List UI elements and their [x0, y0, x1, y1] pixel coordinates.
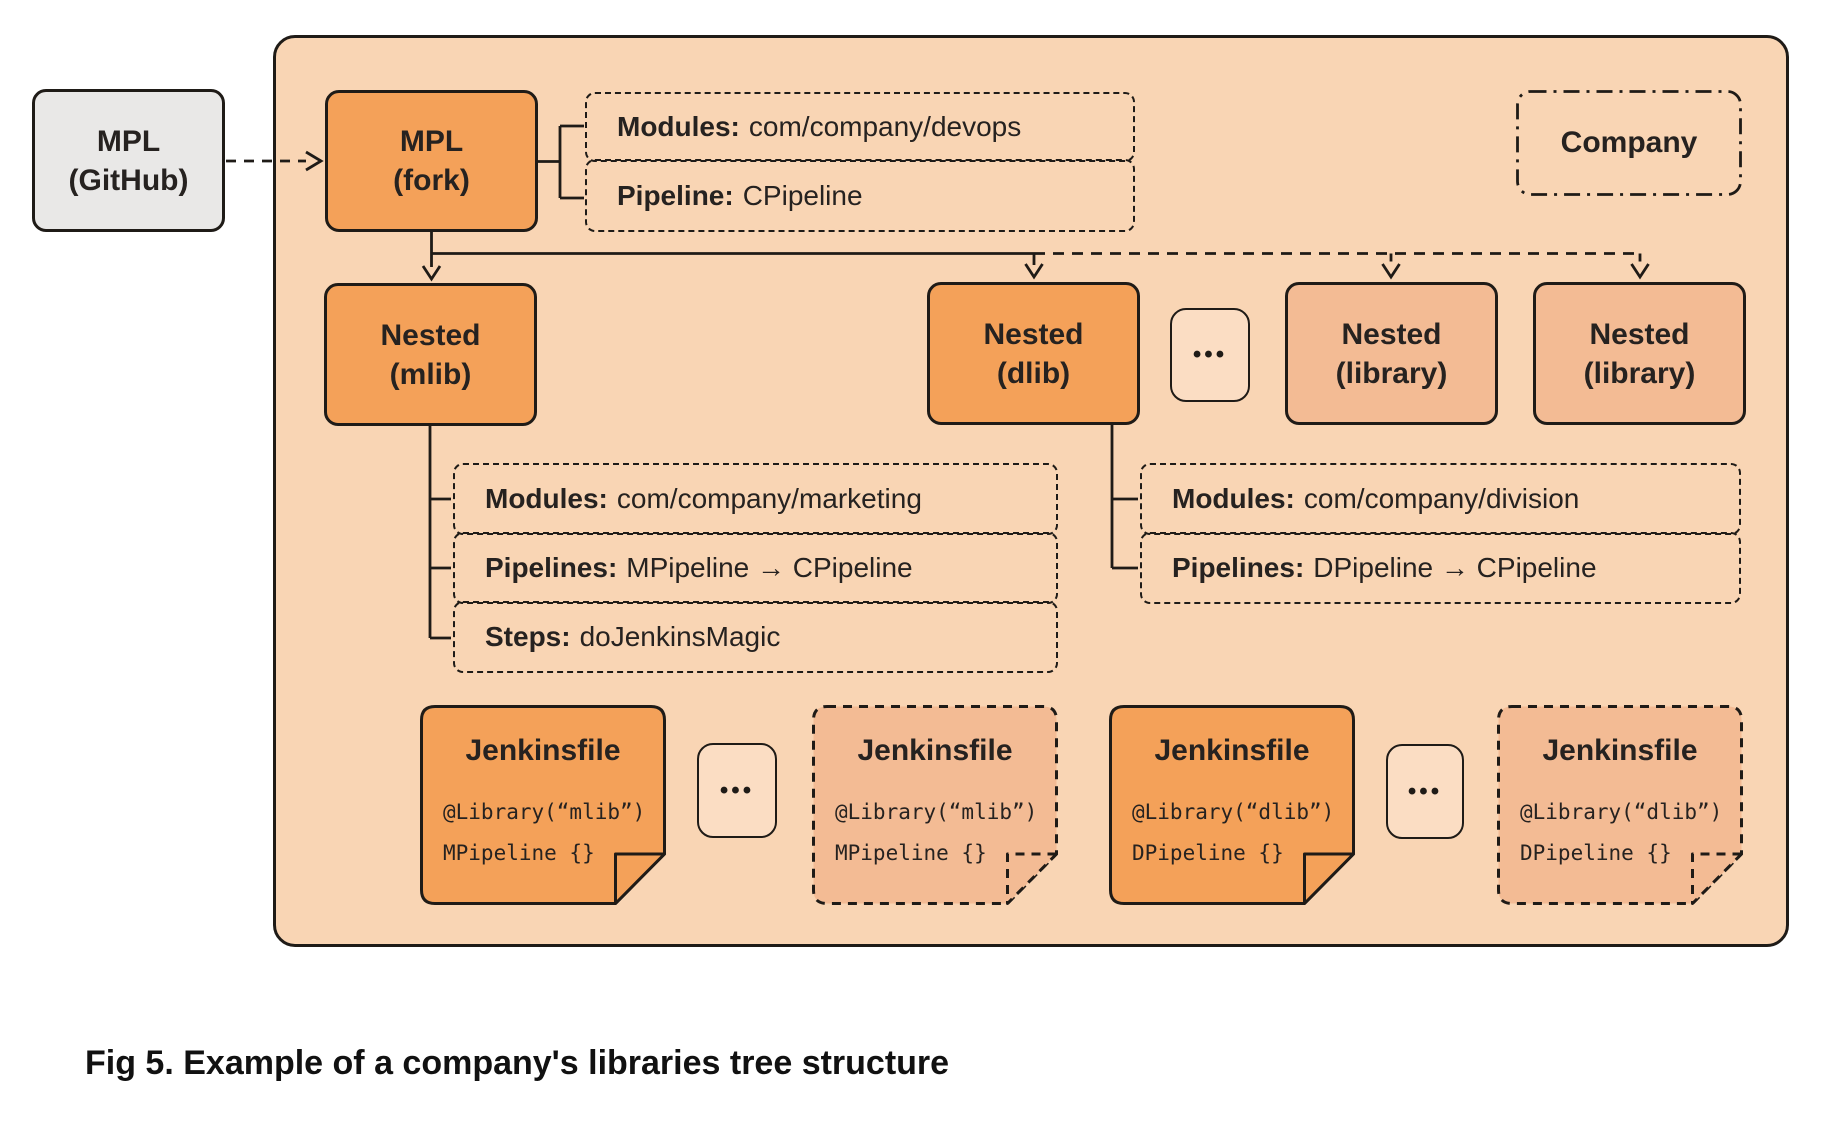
- fork-modules-label: Modules:: [617, 111, 740, 142]
- jenkinsfile-title: Jenkinsfile: [857, 734, 1013, 767]
- node-mpl-github-line1: MPL: [96, 124, 161, 158]
- ellipsis-box-jenkinsfiles-left: •••: [697, 743, 777, 838]
- fork-pipeline-label: Pipeline:: [617, 179, 734, 211]
- node-mpl-fork-line2: (fork): [393, 164, 470, 197]
- ellipsis-dots: •••: [1192, 341, 1228, 368]
- folded-corner: [614, 852, 666, 905]
- dlib-modules-label: Modules:: [1172, 483, 1295, 514]
- node-nested-library-2: Nested (library): [1533, 282, 1746, 425]
- node-nested-dlib-line1: Nested: [983, 317, 1084, 351]
- jenkinsfile-title: Jenkinsfile: [465, 734, 621, 767]
- fork-pipeline-row: Pipeline: CPipeline: [585, 159, 1135, 232]
- jenkinsfile-code-line1: @Library(“mlib”): [835, 800, 1038, 824]
- jenkinsfile-card-dlib-dashed: Jenkinsfile @Library(“dlib”) DPipeline {…: [1497, 705, 1743, 905]
- node-nested-library-2-line2: (library): [1583, 356, 1696, 390]
- folded-corner: [1303, 852, 1355, 905]
- mlib-modules-value: com/company/marketing: [616, 483, 922, 514]
- document-shape: [1497, 705, 1743, 905]
- mlib-steps-label: Steps:: [485, 621, 571, 652]
- document-shape: [812, 705, 1058, 905]
- node-nested-library-1-line2: (library): [1335, 356, 1448, 390]
- document-shape: [1109, 705, 1355, 905]
- folded-corner: [1691, 852, 1743, 905]
- node-nested-library-2-line1: Nested: [1589, 317, 1690, 351]
- folded-corner: [1006, 852, 1058, 905]
- company-label-text: Company: [1560, 126, 1698, 159]
- jenkinsfile-code-line2: MPipeline {}: [835, 841, 987, 865]
- mlib-steps-row: Steps: doJenkinsMagic: [453, 601, 1058, 673]
- jenkinsfile-code-line1: @Library(“dlib”): [1520, 800, 1723, 824]
- ellipsis-box-nested: •••: [1170, 308, 1250, 402]
- jenkinsfile-code-line2: MPipeline {}: [443, 841, 595, 865]
- jenkinsfile-title: Jenkinsfile: [1542, 734, 1698, 767]
- figure-caption: Fig 5. Example of a company's libraries …: [85, 1044, 950, 1082]
- dlib-pipelines-row: Pipelines: DPipeline → CPipeline: [1140, 532, 1741, 604]
- node-nested-mlib: Nested (mlib): [324, 283, 537, 426]
- node-mpl-fork-line1: MPL: [399, 125, 464, 158]
- node-nested-mlib-line1: Nested: [380, 318, 481, 352]
- jenkinsfile-code-line2: DPipeline {}: [1132, 841, 1284, 865]
- fork-modules-value: com/company/devops: [748, 111, 1022, 142]
- jenkinsfile-card-dlib-solid: Jenkinsfile @Library(“dlib”) DPipeline {…: [1109, 705, 1355, 905]
- node-nested-dlib-line2: (dlib): [996, 356, 1071, 390]
- jenkinsfile-code-line1: @Library(“mlib”): [443, 800, 646, 824]
- document-shape: [420, 705, 666, 905]
- dlib-modules-row: Modules: com/company/division: [1140, 463, 1741, 535]
- dlib-pipelines-label: Pipelines:: [1172, 552, 1305, 583]
- mlib-pipelines-label: Pipelines:: [485, 552, 618, 583]
- node-nested-library-1: Nested (library): [1285, 282, 1498, 425]
- jenkinsfile-title: Jenkinsfile: [1154, 734, 1310, 767]
- ellipsis-dots: •••: [719, 776, 755, 804]
- node-nested-library-1-line1: Nested: [1341, 317, 1442, 351]
- mlib-modules-row: Modules: com/company/marketing: [453, 463, 1058, 535]
- node-mpl-github: MPL (GitHub): [32, 89, 225, 232]
- mlib-pipelines-value: MPipeline → CPipeline: [626, 552, 913, 583]
- node-company: Company: [1516, 90, 1742, 196]
- mlib-pipelines-row: Pipelines: MPipeline → CPipeline: [453, 532, 1058, 604]
- fork-modules-row: Modules: com/company/devops: [585, 92, 1135, 162]
- jenkinsfile-code-line2: DPipeline {}: [1520, 841, 1672, 865]
- node-nested-mlib-line2: (mlib): [389, 357, 472, 391]
- ellipsis-dots: •••: [1407, 777, 1443, 805]
- jenkinsfile-code-line1: @Library(“dlib”): [1132, 800, 1335, 824]
- node-mpl-fork: MPL (fork): [325, 90, 538, 232]
- ellipsis-box-jenkinsfiles-right: •••: [1386, 744, 1464, 839]
- dlib-modules-value: com/company/division: [1303, 483, 1580, 514]
- fork-pipeline-value: CPipeline: [742, 179, 863, 211]
- jenkinsfile-card-mlib-dashed: Jenkinsfile @Library(“mlib”) MPipeline {…: [812, 705, 1058, 905]
- node-mpl-github-line2: (GitHub): [68, 163, 189, 197]
- jenkinsfile-card-mlib-solid: Jenkinsfile @Library(“mlib”) MPipeline {…: [420, 705, 666, 905]
- dlib-pipelines-value: DPipeline → CPipeline: [1313, 552, 1597, 583]
- node-nested-dlib: Nested (dlib): [927, 282, 1140, 425]
- mlib-modules-label: Modules:: [485, 483, 608, 514]
- mlib-steps-value: doJenkinsMagic: [579, 621, 781, 652]
